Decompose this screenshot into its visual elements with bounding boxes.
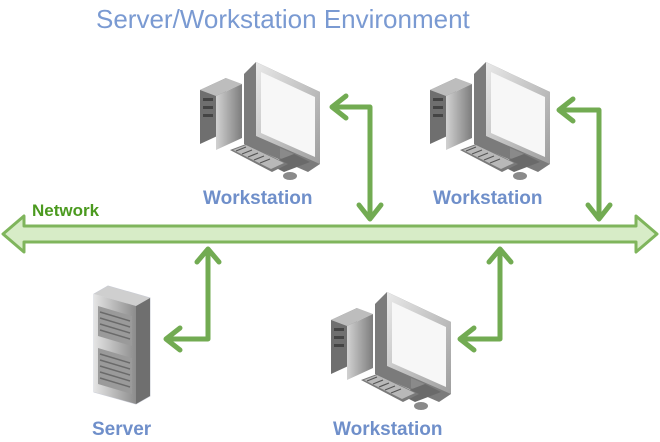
- label-server: Server: [92, 419, 152, 440]
- network-label: Network: [32, 201, 100, 220]
- label-ws-top-left: Workstation: [203, 188, 313, 209]
- diagram-title: Server/Workstation Environment: [96, 4, 470, 34]
- connector-ws-top-right: [560, 107, 602, 218]
- desktop-computer-icon: [199, 61, 321, 181]
- arrowhead: [457, 325, 477, 353]
- desktop-computer-icon: [330, 291, 452, 411]
- connector-ws-top-left: [333, 104, 373, 218]
- arrowhead: [194, 246, 222, 265]
- connector-ws-bottom: [461, 250, 503, 342]
- network-bus: [1, 214, 659, 254]
- arrowhead: [163, 325, 183, 353]
- arrowhead: [585, 202, 613, 222]
- label-ws-top-right: Workstation: [433, 188, 543, 209]
- desktop-computer-icon: [429, 61, 551, 181]
- connector-server: [167, 250, 211, 342]
- arrowhead: [329, 93, 349, 121]
- arrowhead: [556, 96, 576, 124]
- label-ws-bottom: Workstation: [333, 419, 443, 440]
- server-rack-icon: [93, 285, 151, 405]
- arrowhead: [356, 202, 384, 222]
- arrowhead: [486, 246, 514, 265]
